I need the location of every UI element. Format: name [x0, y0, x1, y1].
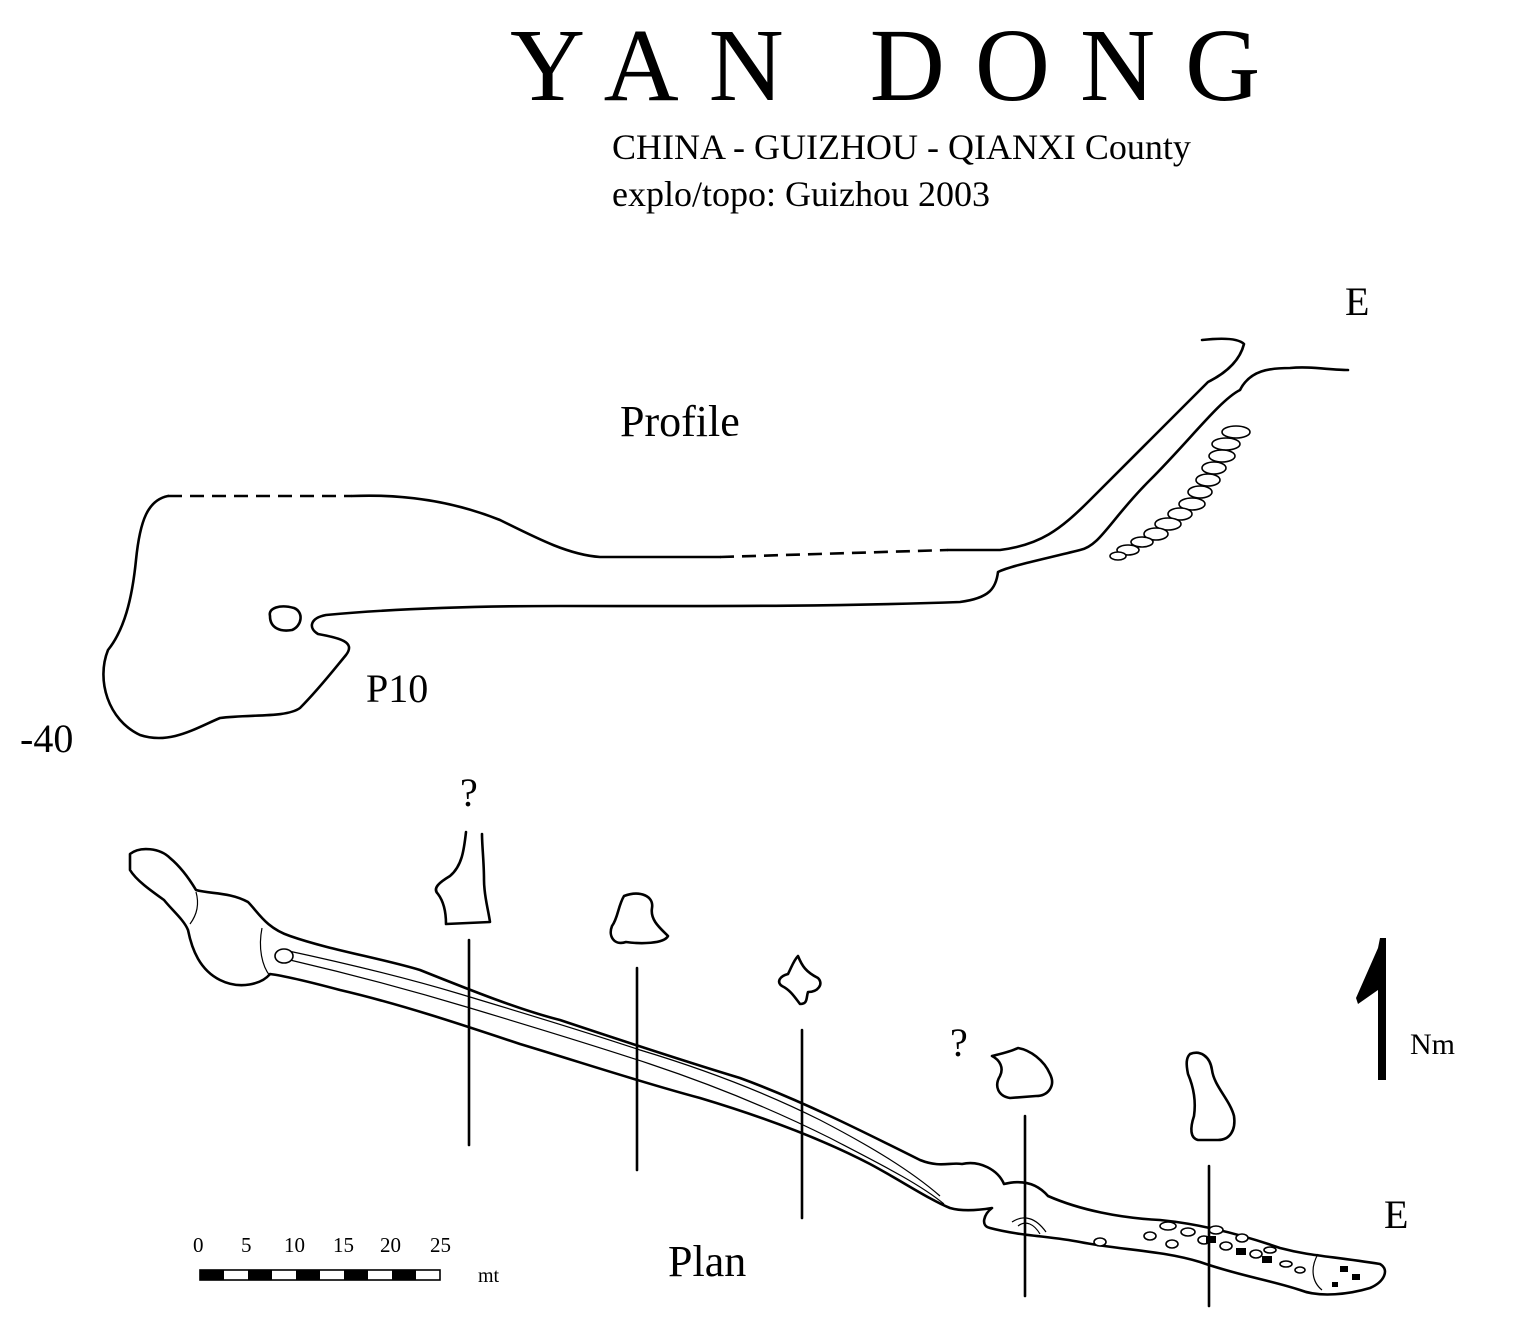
cross-section-4 — [990, 1046, 1054, 1100]
profile-outline — [102, 366, 1350, 740]
profile-roof — [350, 494, 722, 559]
pitch-label: P10 — [366, 666, 428, 711]
plan-stream-2 — [289, 959, 945, 1205]
scale-tick-20: 20 — [380, 1233, 401, 1257]
cross-section-5 — [1185, 1051, 1236, 1142]
cross-section-2 — [609, 892, 670, 945]
scale-unit: mt — [478, 1265, 500, 1287]
profile-boulders — [1109, 425, 1251, 561]
plan-terminal-chamber-divider — [1312, 1253, 1323, 1291]
plan-section: Plan E ? ? — [128, 770, 1455, 1308]
profile-upper-wall — [946, 337, 1246, 552]
subtitle-credit: explo/topo: Guizhou 2003 — [612, 174, 990, 214]
cross-section-1 — [434, 830, 492, 926]
plan-chamber-divider-2 — [259, 927, 271, 977]
scale-tick-10: 10 — [284, 1233, 305, 1257]
cross-section-3 — [777, 954, 822, 1006]
plan-boulders — [1093, 1221, 1360, 1287]
profile-side-chamber — [268, 605, 302, 632]
subtitle-location: CHINA - GUIZHOU - QIANXI County — [612, 127, 1191, 167]
plan-entrance-label: E — [1384, 1192, 1408, 1237]
plan-chamber-divider — [189, 891, 199, 925]
profile-entrance-label: E — [1345, 279, 1369, 324]
plan-label: Plan — [668, 1237, 746, 1286]
depth-label: -40 — [20, 716, 73, 761]
scale-tick-5: 5 — [241, 1233, 252, 1257]
scale-tick-25: 25 — [430, 1233, 451, 1257]
plan-pillar — [274, 948, 294, 964]
unknown-mark-1: ? — [460, 770, 478, 815]
scale-bar-icon — [199, 1269, 441, 1281]
north-arrow-icon — [1356, 938, 1386, 1080]
scale-tick-15: 15 — [333, 1233, 354, 1257]
plan-junction-contours — [1011, 1217, 1047, 1235]
plan-stream — [283, 949, 941, 1197]
profile-section: Profile E P10 -40 — [20, 279, 1369, 761]
north-label: Nm — [1410, 1028, 1455, 1061]
profile-unsurveyed-roof-2 — [719, 548, 949, 559]
unknown-mark-2: ? — [950, 1020, 968, 1065]
scale-tick-0: 0 — [193, 1233, 204, 1257]
map-title: YAN DONG — [510, 8, 1290, 123]
